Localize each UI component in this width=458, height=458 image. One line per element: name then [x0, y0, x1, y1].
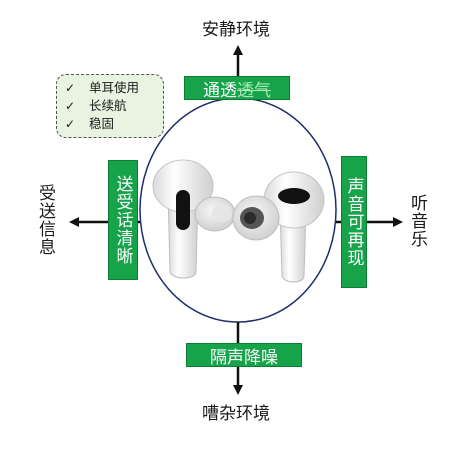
box-sound-reproduction: 声音可再现: [341, 156, 367, 288]
right-earbud-illustration: [232, 171, 325, 283]
box-clear-call: 送受话清晰: [108, 160, 138, 280]
label-receive-send-info: 受送信息: [35, 184, 55, 256]
box-noise-cancellation: 隔声降噪: [186, 343, 302, 368]
box-transparency-text: 通透: [203, 80, 237, 101]
box-transparency-faded-text: 透气: [237, 80, 271, 101]
check-icon: ✓: [65, 81, 76, 95]
label-noisy-environment: 嘈杂环境: [202, 404, 270, 424]
feature-text: 稳固: [89, 116, 115, 131]
feature-item: ✓ 单耳使用: [65, 79, 155, 97]
feature-text: 单耳使用: [89, 80, 140, 95]
feature-text: 长续航: [89, 98, 127, 113]
check-icon: ✓: [65, 99, 76, 113]
check-icon: ✓: [65, 117, 76, 131]
feature-item: ✓ 长续航: [65, 97, 155, 115]
box-transparency: 通透透气: [184, 76, 290, 101]
feature-list-box: ✓ 单耳使用 ✓ 长续航 ✓ 稳固: [56, 74, 164, 138]
label-quiet-environment: 安静环境: [202, 20, 270, 40]
left-earbud-illustration: [152, 159, 236, 279]
feature-item: ✓ 稳固: [65, 115, 155, 133]
label-listen-music: 听音乐: [407, 194, 427, 248]
